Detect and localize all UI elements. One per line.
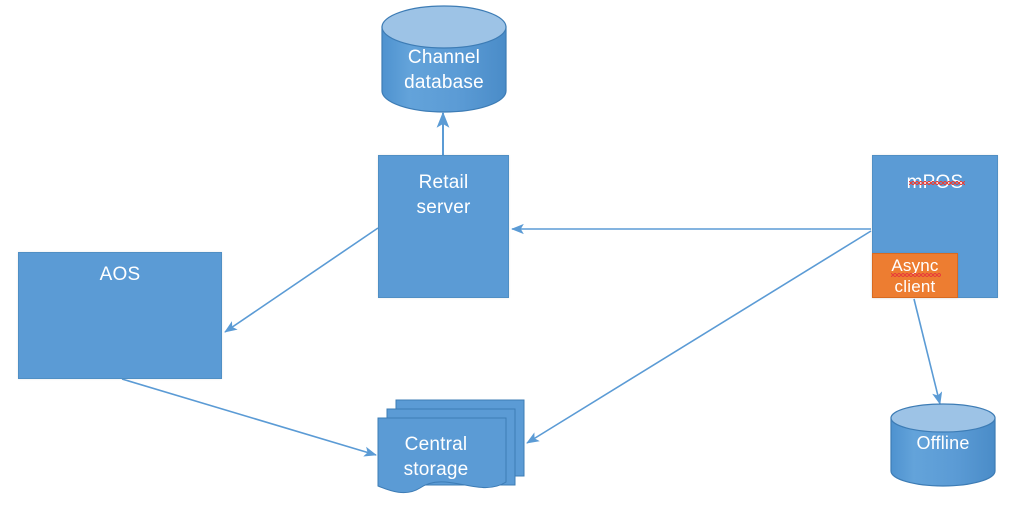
node-channel-database[interactable]: Channel database: [381, 5, 507, 113]
node-aos[interactable]: AOS: [18, 252, 222, 379]
node-offline[interactable]: Offline: [890, 403, 996, 487]
node-central-storage[interactable]: Central storage: [376, 398, 525, 513]
connector-mpos-to-central: [526, 230, 872, 444]
node-label-async-client: Async client: [891, 256, 939, 296]
multi-document-shape: [377, 399, 525, 494]
spellcheck-underline-mpos: [909, 181, 965, 185]
node-label-aos: AOS: [99, 264, 141, 285]
cylinder-shape: [381, 5, 507, 113]
node-label-retail-server: Retail server: [416, 172, 471, 218]
connector-async-to-offline: [913, 298, 943, 405]
connector-retail-to-aos: [224, 227, 379, 333]
spellcheck-underline-async: [891, 273, 941, 277]
node-async-client[interactable]: Async client: [872, 253, 958, 298]
node-retail-server[interactable]: Retail server: [378, 155, 509, 298]
cylinder-shape: [890, 403, 996, 487]
connector-aos-to-central: [121, 378, 377, 457]
node-label-mpos: mPOS: [906, 172, 964, 193]
